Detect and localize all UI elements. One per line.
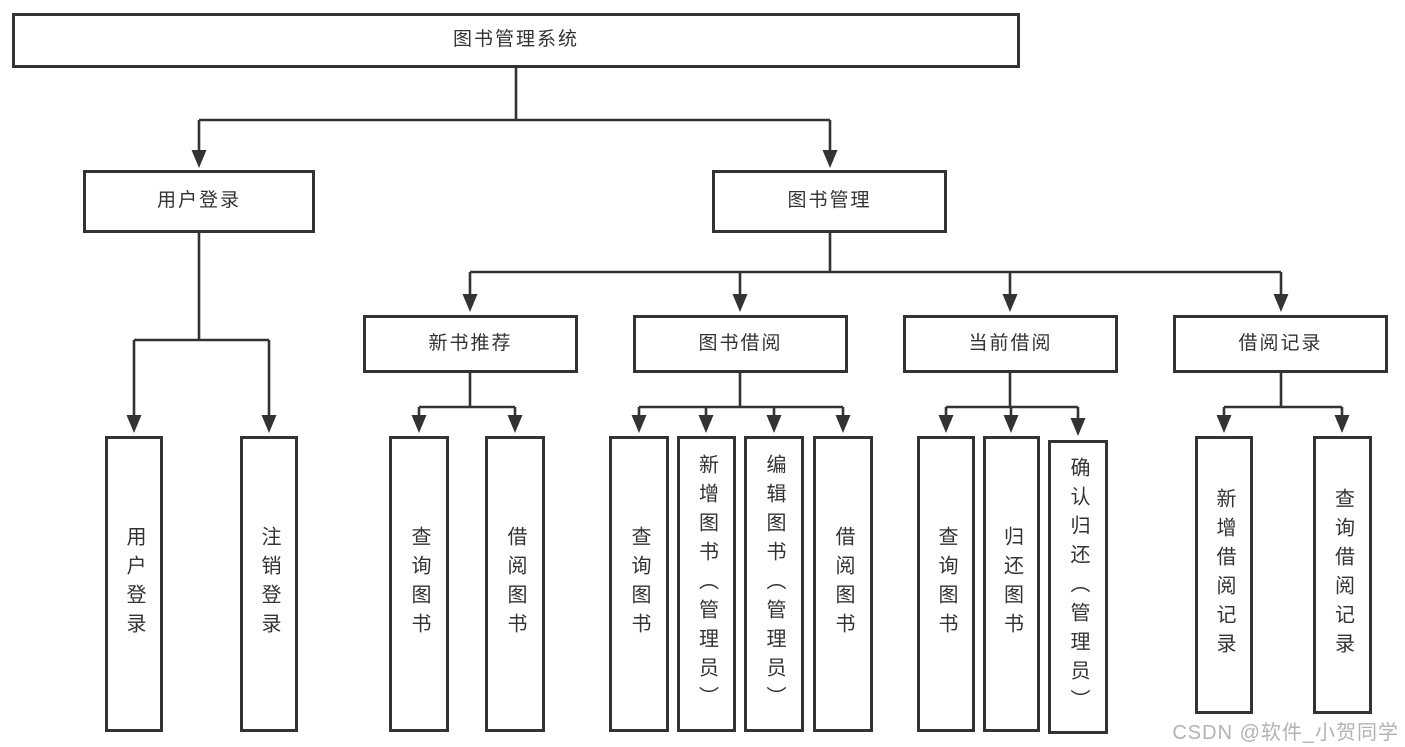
leaf-edit-book-admin: 编辑图书（管理员）	[744, 436, 804, 732]
leaf-query-books-1: 查询图书	[389, 436, 449, 732]
node-book-management: 图书管理	[712, 170, 947, 233]
leaf-query-books-2: 查询图书	[609, 436, 669, 732]
node-book-borrow: 图书借阅	[633, 315, 848, 373]
node-library-management-system: 图书管理系统	[12, 13, 1020, 68]
leaf-add-book-admin: 新增图书（管理员）	[677, 436, 736, 732]
leaf-query-books-3: 查询图书	[917, 436, 975, 732]
leaf-borrow-books-2: 借阅图书	[813, 436, 873, 732]
leaf-return-books: 归还图书	[983, 436, 1040, 732]
node-user-login: 用户登录	[83, 170, 315, 233]
node-current-borrow: 当前借阅	[903, 315, 1118, 373]
node-new-book-recommend: 新书推荐	[363, 315, 578, 373]
leaf-logout: 注销登录	[240, 436, 298, 732]
leaf-add-borrow-record: 新增借阅记录	[1195, 436, 1253, 714]
leaf-query-borrow-record: 查询借阅记录	[1313, 436, 1372, 714]
leaf-confirm-return-admin: 确认归还（管理员）	[1048, 440, 1108, 734]
leaf-user-login: 用户登录	[105, 436, 163, 732]
node-borrow-records: 借阅记录	[1173, 315, 1388, 373]
leaf-borrow-books-1: 借阅图书	[485, 436, 545, 732]
csdn-watermark: CSDN @软件_小贺同学	[1172, 722, 1399, 744]
